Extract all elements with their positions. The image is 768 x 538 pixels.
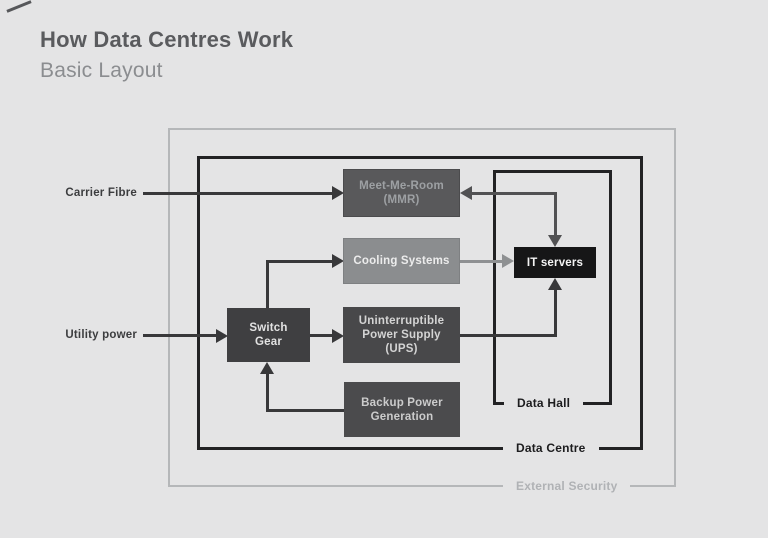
node-it-servers: IT servers [514,247,596,278]
arrowhead-into-switch-gear-bottom-icon [260,362,274,374]
node-switch-gear-line2: Gear [254,336,282,348]
wire-it-servers-to-mmr-horizontal [472,192,557,195]
wire-it-servers-to-mmr-vertical [554,192,557,236]
wire-backup-to-switch-gear-vertical [266,373,269,412]
wire-ups-to-it-servers-vertical [554,290,557,337]
zone-data-hall: Data Hall [493,170,612,412]
corner-mark [6,0,32,13]
node-backup-line1: Backup Power [361,396,443,409]
node-cooling-systems-label: Cooling Systems [353,255,450,267]
label-carrier-fibre: Carrier Fibre [65,187,137,199]
node-ups-line3: (UPS) [385,343,418,355]
zone-label-data-hall: Data Hall [504,395,584,412]
node-meet-me-room-line1: Meet-Me-Room [359,180,444,192]
node-meet-me-room-line2: (MMR) [383,194,420,206]
arrowhead-into-it-servers-top-icon [548,235,562,247]
node-ups: Uninterruptible Power Supply (UPS) [343,307,460,363]
node-meet-me-room: Meet-Me-Room (MMR) [343,169,460,217]
wire-ups-to-it-servers-horizontal [460,334,557,337]
wire-carrier-fibre-to-mmr [143,192,332,195]
node-backup-power-generation: Backup Power Generation [344,382,460,437]
node-switch-gear-line1: Switch [249,322,288,334]
node-ups-line1: Uninterruptible [358,315,445,327]
zone-label-data-centre: Data Centre [503,440,599,457]
arrowhead-into-ups-left-icon [332,329,344,343]
label-utility-power: Utility power [65,329,137,341]
zone-label-external-security: External Security [503,478,631,495]
wire-switch-gear-to-cooling-horizontal [266,260,332,263]
arrowhead-into-cooling-left-icon [332,254,344,268]
arrowhead-into-it-servers-bottom-icon [548,278,562,290]
zone-external-security: External Security [168,128,676,495]
wire-backup-to-switch-gear-horizontal [266,409,344,412]
wire-switch-gear-to-cooling-vertical [266,260,269,308]
arrowhead-into-switch-gear-left-icon [216,329,228,343]
node-backup-line2: Generation [370,410,434,423]
node-ups-line2: Power Supply [362,329,441,341]
arrowhead-into-mmr-right-icon [460,186,472,200]
node-it-servers-label: IT servers [526,256,584,269]
wire-switch-gear-to-ups [310,334,332,337]
node-switch-gear: Switch Gear [227,308,310,362]
arrowhead-into-it-servers-left-icon [502,254,514,268]
slide-subtitle: Basic Layout [40,59,163,82]
wire-cooling-to-it-servers [460,260,502,263]
arrowhead-into-mmr-left-icon [332,186,344,200]
node-cooling-systems: Cooling Systems [343,238,460,284]
slide-title: How Data Centres Work [40,27,294,52]
wire-utility-power-to-switch-gear [143,334,216,337]
zone-data-centre: Data Centre [197,156,643,457]
